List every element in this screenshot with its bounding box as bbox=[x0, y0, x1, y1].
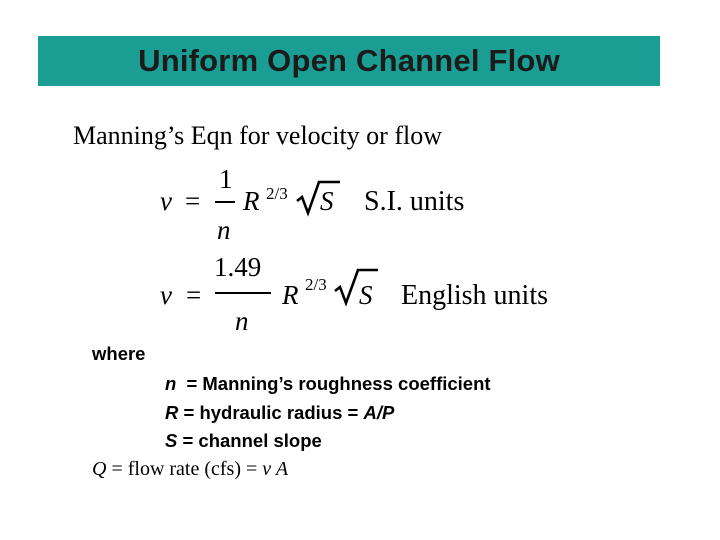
slope-symbol: S bbox=[359, 280, 373, 310]
flow-rate-definition: Q = flow rate (cfs) = v A bbox=[92, 458, 288, 481]
square-root-icon bbox=[334, 268, 378, 307]
n-definition-text: = Manning’s roughness coefficient bbox=[181, 373, 491, 394]
denominator: n bbox=[217, 215, 231, 245]
exponent: 2/3 bbox=[305, 275, 327, 294]
r-symbol: R bbox=[165, 402, 179, 423]
equals-sign: = bbox=[185, 186, 201, 216]
flow-rate-text: = flow rate (cfs) = bbox=[106, 458, 263, 480]
fraction-bar bbox=[215, 292, 271, 294]
units-label: English units bbox=[401, 280, 549, 311]
numerator: 1 bbox=[219, 164, 233, 194]
slide-title: Uniform Open Channel Flow bbox=[138, 43, 560, 78]
where-heading: where bbox=[92, 343, 146, 364]
flow-formula: v A bbox=[262, 458, 289, 480]
denominator: n bbox=[235, 306, 249, 336]
fraction-bar bbox=[215, 201, 235, 203]
units-label: S.I. units bbox=[364, 186, 465, 217]
r-definition-text: = hydraulic radius = bbox=[178, 402, 364, 423]
radius-symbol: R bbox=[243, 186, 260, 216]
s-symbol: S bbox=[165, 430, 178, 451]
q-symbol: Q bbox=[92, 458, 107, 480]
n-symbol: n bbox=[165, 373, 177, 394]
square-root-icon bbox=[296, 180, 340, 217]
radius-symbol: R bbox=[282, 280, 299, 310]
r-formula: A/P bbox=[363, 402, 395, 423]
title-bar: Uniform Open Channel Flow bbox=[38, 36, 660, 86]
n-definition: n = Manning’s roughness coefficient bbox=[165, 373, 491, 395]
exponent: 2/3 bbox=[266, 184, 288, 203]
s-definition-text: = channel slope bbox=[177, 430, 322, 451]
s-definition: S = channel slope bbox=[165, 430, 322, 452]
equals-sign: = bbox=[186, 280, 202, 310]
slope-symbol: S bbox=[320, 186, 334, 216]
r-definition: R = hydraulic radius = A/P bbox=[165, 402, 394, 424]
subtitle: Manning’s Eqn for velocity or flow bbox=[73, 121, 442, 150]
numerator: 1.49 bbox=[214, 252, 262, 282]
velocity-symbol: v bbox=[160, 186, 172, 216]
velocity-symbol: v bbox=[160, 280, 172, 310]
